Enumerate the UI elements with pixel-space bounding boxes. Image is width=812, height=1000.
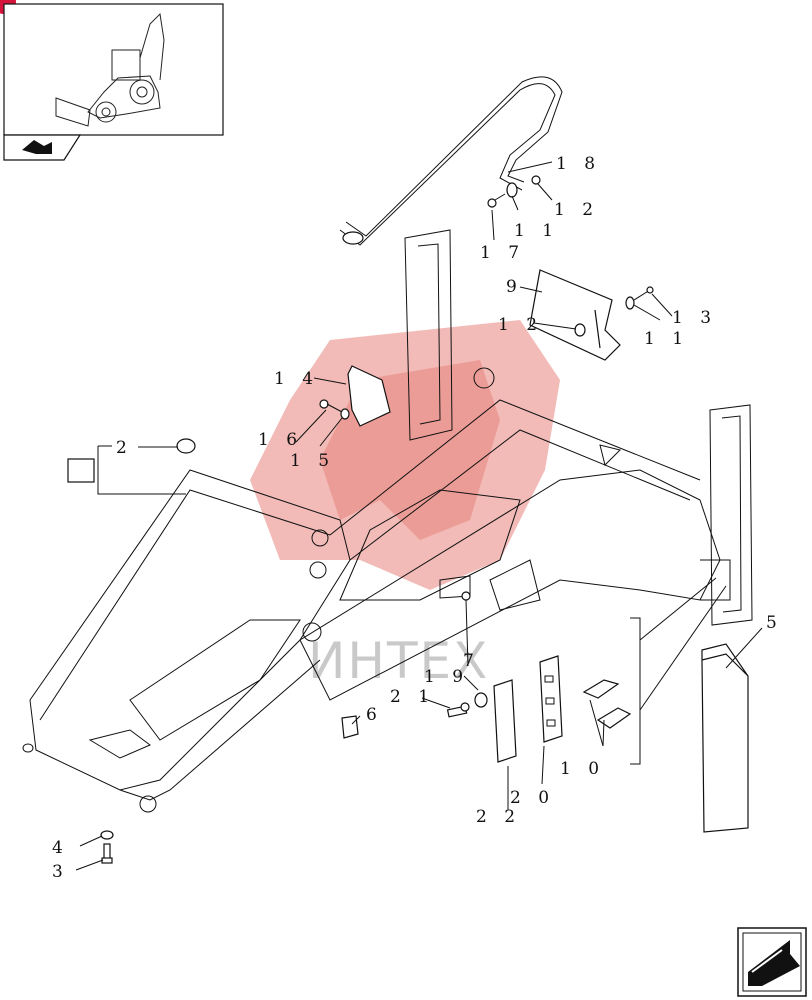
plate-22	[493, 679, 517, 763]
handle-end-cap	[342, 231, 364, 245]
callout-11-top: 1 1	[514, 221, 559, 241]
nut-12-top	[531, 175, 541, 185]
bolt-7	[461, 591, 471, 601]
pad-6	[341, 715, 359, 739]
leader-lines	[75, 161, 763, 871]
callout-10: 1 0	[560, 759, 605, 779]
callout-22: 2 2	[476, 807, 521, 827]
callout-12-top: 1 2	[554, 200, 599, 220]
previous-page-arrow-icon[interactable]	[22, 140, 52, 154]
callout-6: 6	[366, 705, 383, 725]
callout-20: 2 0	[510, 788, 555, 808]
washer-19	[474, 692, 488, 708]
callout-5: 5	[766, 613, 783, 633]
bracket-9	[529, 269, 621, 361]
watermark-text: ИНТЕХ	[308, 632, 489, 690]
callout-7: 7	[463, 651, 480, 671]
washer-11-top	[506, 182, 518, 198]
grab-handle	[339, 76, 563, 246]
washer-15	[340, 408, 350, 420]
detail-pad-square	[67, 458, 95, 483]
callout-13: 1 3	[672, 308, 717, 328]
callout-9: 9	[506, 277, 523, 297]
callout-19: 1 9	[424, 667, 469, 687]
bolt-16	[319, 399, 343, 413]
backhoe-loader-thumbnail	[55, 12, 165, 127]
bracket-14	[347, 365, 391, 427]
callout-14: 1 4	[274, 369, 319, 389]
callout-21: 2 1	[390, 687, 435, 707]
bushing-2	[176, 438, 196, 454]
callout-bracket-10	[630, 617, 641, 765]
callout-15: 1 5	[290, 451, 335, 471]
next-page-arrow-icon[interactable]	[737, 927, 807, 997]
callout-bracket-2	[97, 445, 186, 495]
plate-20-holes	[544, 675, 556, 727]
callout-11-mid: 1 1	[644, 329, 689, 349]
callout-3: 3	[52, 862, 69, 882]
bolt-13	[633, 286, 654, 301]
callout-18: 1 8	[556, 154, 601, 174]
bolt-21	[446, 702, 470, 718]
callout-12-mid: 1 2	[498, 315, 543, 335]
bolt-3	[101, 843, 113, 864]
callout-4: 4	[52, 838, 69, 858]
wedge-10-upper	[582, 679, 620, 699]
wedge-10-lower	[596, 707, 632, 729]
main-chassis-frame	[22, 229, 753, 813]
bolt-17	[487, 193, 506, 208]
thumbnail-panel[interactable]	[3, 3, 224, 161]
tube-5	[701, 643, 749, 833]
washer-11-mid	[625, 296, 635, 310]
washer-4	[100, 830, 114, 840]
plate-20	[539, 655, 563, 743]
nut-12-mid	[574, 323, 586, 337]
callout-16: 1 6	[258, 430, 303, 450]
callout-17: 1 7	[480, 243, 525, 263]
callout-2: 2	[116, 438, 133, 458]
